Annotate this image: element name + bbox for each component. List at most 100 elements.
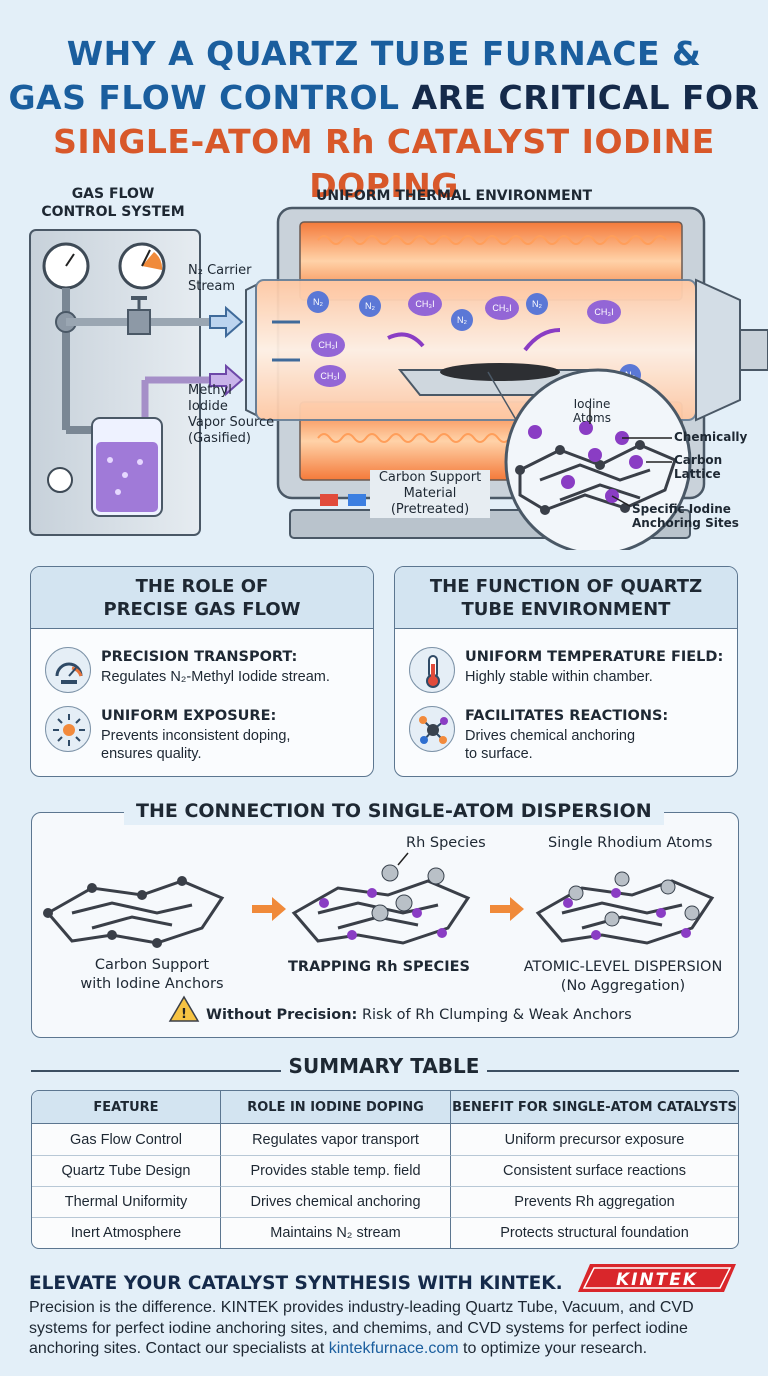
gas-system-label-1: GAS FLOW xyxy=(71,186,155,202)
vapor-label: Methyl Iodide Vapor Source (Gasified) xyxy=(188,383,274,447)
gas-card-title-1: THE ROLE OF xyxy=(135,576,269,597)
table-header-feature: FEATURE xyxy=(32,1091,220,1124)
lattice-label-1: Carbon xyxy=(674,453,723,467)
summary-rule-right xyxy=(487,1070,739,1072)
gas-card-item-1-title: PRECISION TRANSPORT: xyxy=(101,649,298,665)
stage-1-label-1: Carbon Support xyxy=(94,957,210,973)
kintek-link[interactable]: kintekfurnace.com xyxy=(328,1340,459,1357)
warning-text: Without Precision: Risk of Rh Clumping &… xyxy=(206,1007,632,1023)
support-label-1: Carbon Support xyxy=(378,470,482,485)
vapor-label-1: Methyl xyxy=(188,383,232,398)
table-row: Gas Flow Control Regulates vapor transpo… xyxy=(32,1124,738,1155)
table-row: Thermal Uniformity Drives chemical ancho… xyxy=(32,1186,738,1217)
lattice-label: Carbon Lattice xyxy=(674,453,722,481)
mol-label-1: N₂ xyxy=(313,297,323,307)
table-cell: Quartz Tube Design xyxy=(32,1155,220,1186)
stage-2-label: TRAPPING Rh SPECIES xyxy=(288,959,470,975)
table-cell: Provides stable temp. field xyxy=(220,1155,450,1186)
stage-3-label-sub: (No Aggregation) xyxy=(560,978,686,994)
gas-card-item-2-desc-2: ensures quality. xyxy=(101,746,202,762)
chemically-label: Chemically xyxy=(674,430,748,444)
rh-species-callout: Rh Species xyxy=(406,835,486,851)
carrier-label: N₂ Carrier Stream xyxy=(188,263,252,295)
call-to-action: ELEVATE YOUR CATALYST SYNTHESIS WITH KIN… xyxy=(29,1273,563,1294)
table-cell: Gas Flow Control xyxy=(69,1131,182,1148)
support-label: Carbon Support Material (Pretreated) xyxy=(370,470,490,518)
quartz-card-item-2-title: FACILITATES REACTIONS: xyxy=(465,708,669,724)
magnified-lattice xyxy=(487,368,692,550)
gas-flow-card-title: THE ROLE OF PRECISE GAS FLOW xyxy=(31,567,373,629)
table-cell: Protects structural foundation xyxy=(450,1217,738,1248)
title-line-2-highlight: GAS FLOW CONTROL xyxy=(8,78,400,117)
stage-1-label: Carbon Support with Iodine Anchors xyxy=(72,956,232,994)
flow-arrows xyxy=(209,305,244,397)
title-line-3: SINGLE-ATOM Rh CATALYST IODINE DOPING xyxy=(53,122,715,205)
summary-title: SUMMARY TABLE xyxy=(288,1054,480,1078)
stage-3-lattice xyxy=(535,871,715,945)
thermometer-icon xyxy=(409,647,455,693)
gas-card-title-2: PRECISE GAS FLOW xyxy=(103,599,301,620)
support-label-2: Material xyxy=(403,486,457,501)
svg-text:!: ! xyxy=(181,1007,187,1022)
connection-panel: ! Carbon Support with Iodine Anchors Rh … xyxy=(31,812,739,1038)
gas-card-item-2: UNIFORM EXPOSURE: Prevents inconsistent … xyxy=(45,706,363,762)
support-label-3: (Pretreated) xyxy=(390,502,470,517)
title-line-2-rest: ARE CRITICAL FOR xyxy=(399,78,760,117)
table-cell: Consistent surface reactions xyxy=(450,1155,738,1186)
quartz-card-item-2-desc-1: Drives chemical anchoring xyxy=(465,728,636,744)
kintek-logo: KINTEK xyxy=(578,1264,736,1292)
iodine-label: Iodine Atoms xyxy=(566,397,618,425)
vapor-label-3: Vapor Source xyxy=(188,415,275,430)
warning-icon: ! xyxy=(168,995,200,1022)
quartz-card-item-2-desc-2: to surface. xyxy=(465,746,533,762)
anchor-label: Specific Iodine Anchoring Sites xyxy=(632,502,739,530)
iodine-label-2: Atoms xyxy=(573,411,611,425)
quartz-card-item-1-desc: Highly stable within chamber. xyxy=(465,669,653,685)
gas-card-item-1-desc: Regulates N₂-Methyl Iodide stream. xyxy=(101,669,330,685)
stage-3-label-title: ATOMIC-LEVEL DISPERSION xyxy=(523,959,723,975)
logo-text: KINTEK xyxy=(616,1270,698,1290)
summary-rule-left xyxy=(31,1070,281,1072)
table-cell: Thermal Uniformity xyxy=(32,1186,220,1217)
gas-card-item-1: PRECISION TRANSPORT: Regulates N₂-Methyl… xyxy=(45,647,363,697)
footer-text-2: to optimize your research. xyxy=(458,1340,648,1357)
gas-flow-card: THE ROLE OF PRECISE GAS FLOW PRECISION T… xyxy=(30,566,374,777)
quartz-card-item-1-title: UNIFORM TEMPERATURE FIELD: xyxy=(465,649,724,665)
quartz-card-title: THE FUNCTION OF QUARTZ TUBE ENVIRONMENT xyxy=(395,567,737,629)
thermal-label: UNIFORM THERMAL ENVIRONMENT xyxy=(316,188,593,204)
gas-card-item-2-title: UNIFORM EXPOSURE: xyxy=(101,708,277,724)
mol-label-7: CH₃I xyxy=(320,371,339,381)
furnace-diagram: N₂ N₂ N₂ N₂ N₂ CH₃I CH₃I CH₃I CH₃I CH₃I xyxy=(0,180,768,550)
molecule-icon xyxy=(409,706,455,752)
table-row: Inert Atmosphere Maintains N₂ stream Pro… xyxy=(32,1217,738,1248)
mol-label-8: CH₃I xyxy=(415,299,434,309)
page-title: WHY A QUARTZ TUBE FURNACE & GAS FLOW CON… xyxy=(0,32,768,208)
connection-title: THE CONNECTION TO SINGLE-ATOM DISPERSION xyxy=(124,797,664,825)
quartz-tube-card: THE FUNCTION OF QUARTZ TUBE ENVIRONMENT … xyxy=(394,566,738,777)
quartz-card-item-1: UNIFORM TEMPERATURE FIELD: Highly stable… xyxy=(409,647,727,697)
quartz-card-item-2: FACILITATES REACTIONS: Drives chemical a… xyxy=(409,706,727,762)
single-rhodium-callout: Single Rhodium Atoms xyxy=(548,835,713,851)
gas-card-item-2-desc: Prevents inconsistent doping, ensures qu… xyxy=(101,727,290,763)
warning-rest: Risk of Rh Clumping & Weak Anchors xyxy=(357,1007,632,1023)
table-header-role: ROLE IN IODINE DOPING xyxy=(220,1091,450,1124)
table-cell: Prevents Rh aggregation xyxy=(450,1186,738,1217)
quartz-card-title-1: THE FUNCTION OF QUARTZ xyxy=(429,576,703,597)
mol-label-10: CH₃I xyxy=(594,307,613,317)
vapor-label-2: Iodide xyxy=(188,399,228,414)
stage-2-lattice xyxy=(291,852,471,945)
table-cell: Regulates vapor transport xyxy=(220,1124,450,1155)
quartz-card-title-2: TUBE ENVIRONMENT xyxy=(461,599,671,620)
stage-3-label: ATOMIC-LEVEL DISPERSION (No Aggregation) xyxy=(512,958,734,996)
table-cell: Uniform precursor exposure xyxy=(450,1124,738,1155)
gas-card-item-2-desc-1: Prevents inconsistent doping, xyxy=(101,728,291,744)
mol-label-6: CH₃I xyxy=(318,340,337,350)
table-header-benefit: BENEFIT FOR SINGLE-ATOM CATALYSTS xyxy=(450,1091,738,1124)
mol-label-9: CH₃I xyxy=(492,303,511,313)
gas-system-label: GAS FLOW CONTROL SYSTEM xyxy=(28,185,198,221)
gauge-icon xyxy=(45,647,91,693)
gas-control-panel xyxy=(29,229,215,536)
anchor-label-1: Specific Iodine xyxy=(632,502,731,516)
summary-table: FEATURE ROLE IN IODINE DOPING BENEFIT FO… xyxy=(31,1090,739,1249)
warning-bold: Without Precision: xyxy=(206,1007,358,1023)
